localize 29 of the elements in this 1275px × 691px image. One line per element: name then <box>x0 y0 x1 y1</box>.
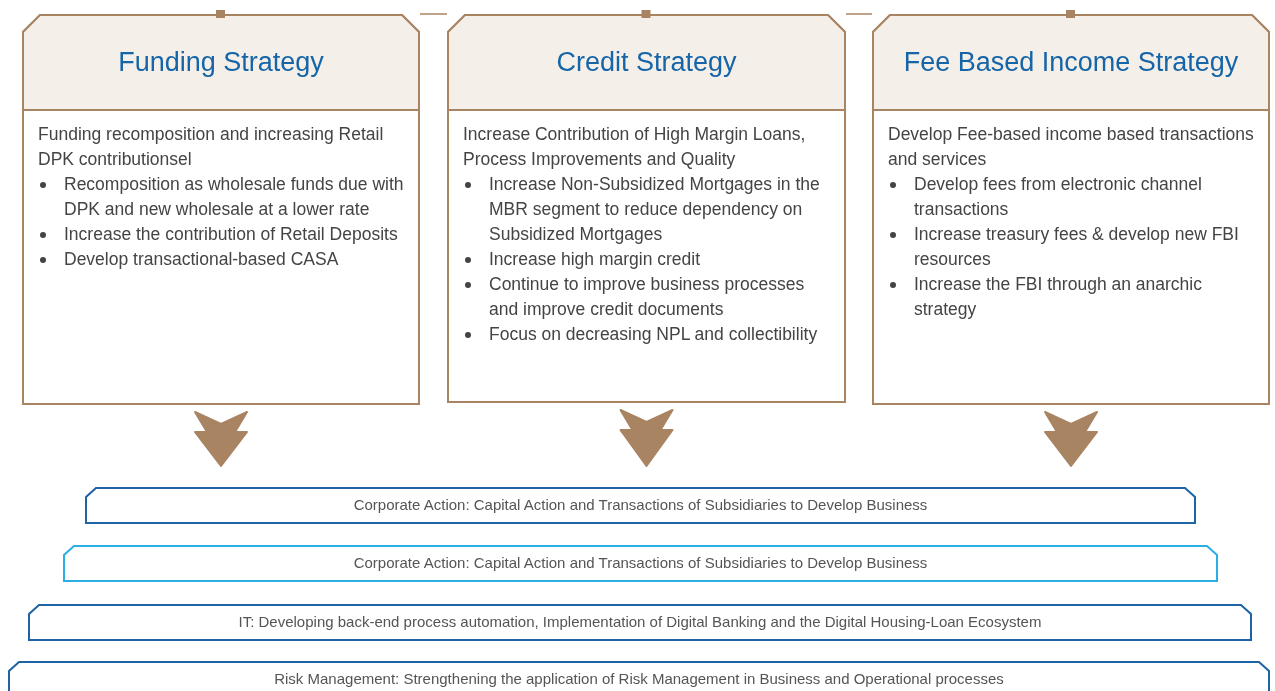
bullet-item: Develop fees from electronic channel transactions <box>888 172 1262 222</box>
initiative-band <box>28 604 1252 641</box>
bullet-item: Recomposition as wholesale funds due with DPK and new wholesale at a lower rate <box>38 172 412 222</box>
chevron-arrow <box>194 411 248 467</box>
initiative-band <box>8 661 1270 691</box>
card-title: Funding Strategy <box>117 45 325 79</box>
band-text: Risk Management: Strengthening the application of Risk Management in Business and Operational processes <box>273 670 1005 687</box>
card-title: Credit Strategy <box>555 45 738 79</box>
bullet-item: Develop transactional-based CASA <box>38 247 412 272</box>
chevron-arrow <box>1044 411 1098 467</box>
bullet-item: Increase treasury fees & develop new FBI resources <box>888 222 1262 272</box>
intro-text: Funding recomposition and increasing Retail DPK contributionsel <box>38 123 385 171</box>
band-text: Corporate Action: Capital Action and Transactions of Subsidiaries to Develop Business <box>352 554 929 571</box>
initiative-band <box>85 487 1196 524</box>
bullet-item: Continue to improve business processes and improve credit documents <box>463 272 838 322</box>
bullet-item: Increase Non-Subsidized Mortgages in the MBR segment to reduce dependency on Subsidized Mortgages <box>463 172 838 247</box>
bullet-item: Increase the contribution of Retail Deposits <box>38 222 412 247</box>
bullet-item: Increase high margin credit <box>463 247 838 272</box>
intro-text: Develop Fee-based income based transactions and services <box>888 123 1255 171</box>
bullet-item: Focus on decreasing NPL and collectibility <box>463 322 838 347</box>
band-text: IT: Developing back-end process automation, Implementation of Digital Banking and the Digital Housing-Loan Ecosystem <box>237 613 1043 630</box>
connector-line <box>419 13 448 15</box>
chevron-arrow <box>619 409 674 467</box>
band-text: Corporate Action: Capital Action and Transactions of Subsidiaries to Develop Business <box>352 496 929 513</box>
initiative-band <box>63 545 1218 582</box>
bullet-item: Increase the FBI through an anarchic strategy <box>888 272 1262 322</box>
card-title: Fee Based Income Strategy <box>902 45 1240 79</box>
intro-text: Increase Contribution of High Margin Loans, Process Improvements and Quality <box>463 123 807 171</box>
connector-line <box>845 13 873 15</box>
